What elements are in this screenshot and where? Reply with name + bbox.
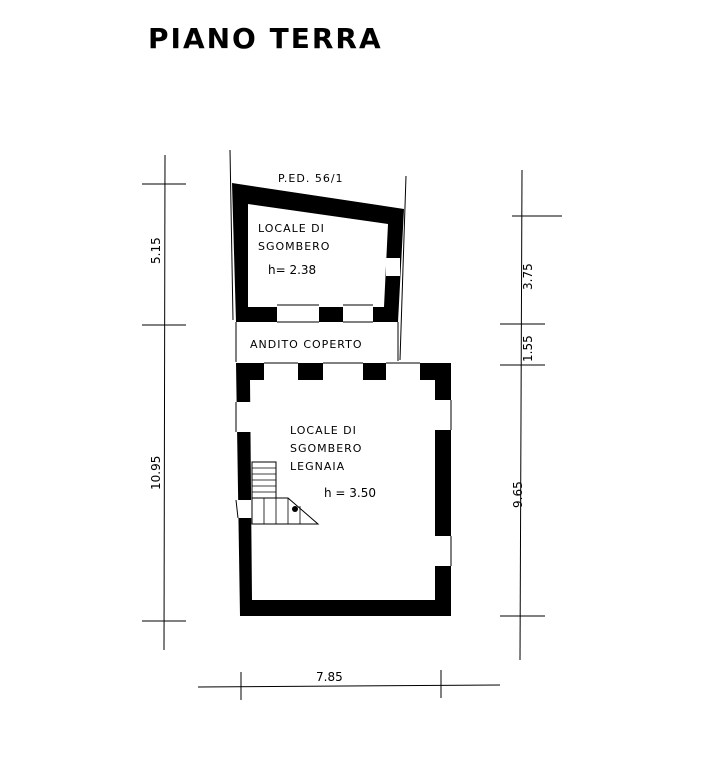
upper-room-window-right — [386, 258, 400, 276]
lower-room-window-right-2 — [433, 536, 453, 566]
upper-room-door-bottom-left — [277, 305, 319, 324]
dimension-left-lower: 10.95 — [149, 456, 163, 490]
lower-room-door-top-2 — [323, 361, 363, 382]
lower-room-door-top-1 — [264, 361, 298, 382]
upper-room-label-line2: SGOMBERO — [258, 240, 330, 253]
bottom-dimension-line — [197, 670, 501, 700]
lower-room — [234, 361, 453, 616]
lower-room-window-left-1 — [234, 402, 252, 432]
parcel-boundary-left — [229, 149, 234, 321]
lower-room-label-line1: LOCALE DI — [290, 424, 357, 437]
upper-room — [232, 183, 404, 324]
dimension-right-lower: 9.65 — [511, 481, 525, 508]
lower-room-door-top-3 — [386, 361, 420, 382]
staircase — [251, 461, 320, 525]
right-dimension-lines — [500, 169, 562, 661]
upper-room-label-line1: LOCALE DI — [258, 222, 325, 235]
parcel-boundary-right — [399, 175, 407, 361]
dimension-right-middle: 1.55 — [521, 335, 535, 362]
lower-room-label-line2: SGOMBERO — [290, 442, 362, 455]
upper-room-door-bottom-right — [343, 305, 373, 324]
dimension-right-upper: 3.75 — [521, 263, 535, 290]
parcel-label: P.ED. 56/1 — [278, 172, 344, 185]
passage-label: ANDITO COPERTO — [250, 338, 362, 351]
lower-room-window-left-2 — [234, 500, 252, 518]
dimension-left-upper: 5.15 — [149, 237, 163, 264]
left-dimension-lines — [142, 154, 186, 651]
upper-room-height: h= 2.38 — [268, 263, 316, 277]
page-title: PIANO TERRA — [148, 22, 383, 55]
lower-room-window-right-1 — [433, 400, 453, 430]
upper-room-walls — [232, 183, 404, 322]
covered-passage — [235, 322, 399, 362]
lower-room-height: h = 3.50 — [324, 486, 376, 500]
lower-room-label-line3: LEGNAIA — [290, 460, 345, 473]
dimension-bottom: 7.85 — [316, 670, 343, 684]
